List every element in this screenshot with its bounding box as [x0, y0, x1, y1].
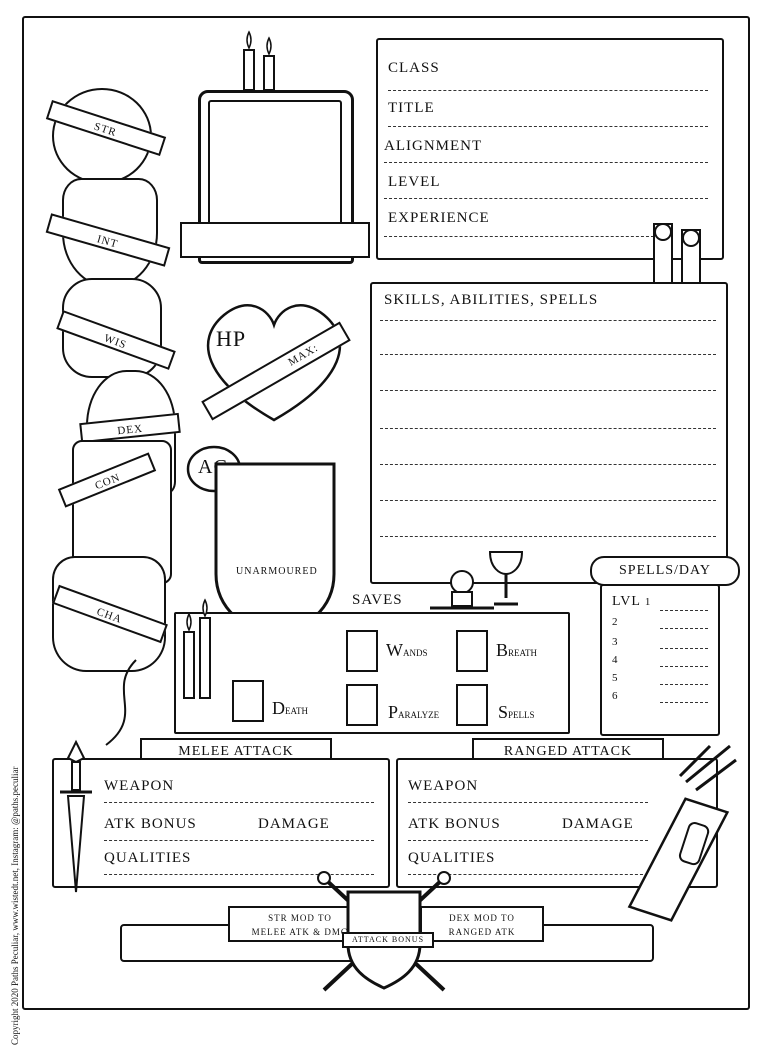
wis-label: WIS	[102, 332, 129, 352]
stat-ribbon-curl-icon	[105, 659, 137, 746]
death-save-box[interactable]	[232, 680, 264, 722]
crossed-swords-shield-icon[interactable]	[314, 868, 454, 1000]
spells-lvl-word: LVL	[612, 594, 641, 609]
ranged-atk-bonus-label: ATK BONUS	[408, 816, 501, 832]
melee-attack-panel	[52, 758, 390, 888]
spells-lvl-5: 5	[612, 672, 618, 684]
dex-mod-line1: DEX MOD TO	[449, 913, 515, 923]
str-mod-line1: STR MOD TO	[268, 913, 332, 923]
level-line[interactable]	[384, 198, 708, 199]
skills-line[interactable]	[380, 390, 716, 391]
spells-lvl-6: 6	[612, 690, 618, 702]
paralyze-save-box[interactable]	[346, 684, 378, 726]
dagger-icon	[60, 739, 92, 893]
ranged-qualities-label: QUALITIES	[408, 850, 496, 866]
ranged-weapon-line[interactable]	[408, 802, 648, 803]
spells-per-day-panel	[600, 584, 720, 736]
skull-candle-icon	[430, 570, 494, 610]
spells-lvl-2: 2	[612, 616, 618, 628]
alignment-line[interactable]	[384, 162, 708, 163]
dex-mod-line2: RANGED ATK	[448, 927, 516, 937]
melee-attack-title: MELEE ATTACK	[178, 744, 294, 759]
int-label: INT	[95, 233, 120, 251]
ranged-atk-line[interactable]	[408, 840, 648, 841]
skills-line[interactable]	[380, 354, 716, 355]
skills-line[interactable]	[380, 428, 716, 429]
skills-line[interactable]	[380, 500, 716, 501]
melee-qualities-line[interactable]	[104, 874, 374, 875]
spells-per-day-banner: SPELLS/DAY	[590, 556, 740, 586]
spells-save-box[interactable]	[456, 684, 488, 726]
melee-atk-line[interactable]	[104, 840, 374, 841]
spells-slot-4[interactable]	[660, 666, 708, 667]
wands-save-label: WANDS	[386, 640, 428, 660]
title-label: TITLE	[388, 100, 435, 116]
spells-lvl-1: 1	[644, 596, 652, 608]
wands-save-box[interactable]	[346, 630, 378, 672]
ranged-weapon-label: WEAPON	[408, 778, 479, 794]
ranged-qualities-line[interactable]	[408, 874, 648, 875]
melee-weapon-line[interactable]	[104, 802, 374, 803]
title-line[interactable]	[388, 126, 708, 127]
portrait-name-ribbon[interactable]	[180, 222, 370, 258]
str-mod-line2: MELEE ATK & DMG	[251, 927, 349, 937]
spells-lvl-4: 4	[612, 654, 618, 666]
spells-slot-6[interactable]	[660, 702, 708, 703]
dex-label: DEX	[116, 422, 144, 438]
skills-line[interactable]	[380, 320, 716, 321]
spells-save-label: SPELLS	[498, 702, 535, 722]
ranged-attack-title: RANGED ATTACK	[503, 744, 633, 759]
ranged-damage-label: DAMAGE	[562, 816, 634, 832]
hp-label: HP	[216, 326, 247, 351]
skills-panel	[370, 282, 728, 584]
class-label: CLASS	[388, 60, 440, 76]
spells-slot-2[interactable]	[660, 628, 708, 629]
saves-title: SAVES	[352, 592, 403, 608]
experience-label: EXPERIENCE	[388, 210, 490, 226]
melee-atk-bonus-label: ATK BONUS	[104, 816, 197, 832]
unarmoured-label: UNARMOURED	[236, 566, 318, 577]
level-label: LEVEL	[388, 174, 441, 190]
skills-line[interactable]	[380, 536, 716, 537]
spells-lvl-label: LVL 1	[612, 594, 651, 610]
spells-slot-1[interactable]	[660, 610, 708, 611]
spells-lvl-3: 3	[612, 636, 618, 648]
spells-slot-5[interactable]	[660, 684, 708, 685]
death-save-label: DEATH	[272, 698, 308, 718]
saves-candles-icon	[183, 598, 211, 699]
breath-save-box[interactable]	[456, 630, 488, 672]
spells-per-day-title: SPELLS/DAY	[619, 563, 711, 578]
str-label: STR	[92, 120, 119, 140]
quiver-arrows-icon	[627, 744, 737, 922]
cha-label: CHA	[94, 605, 124, 627]
attack-bonus-ribbon: ATTACK BONUS	[342, 932, 434, 948]
breath-save-label: BREATH	[496, 640, 538, 660]
melee-damage-label: DAMAGE	[258, 816, 330, 832]
skills-line[interactable]	[380, 464, 716, 465]
skills-title: SKILLS, ABILITIES, SPELLS	[384, 292, 599, 308]
attack-bonus-label: ATTACK BONUS	[351, 935, 425, 944]
copyright-text: Copyright 2020 Paths Peculiar, www.wiste…	[10, 766, 20, 1045]
melee-weapon-label: WEAPON	[104, 778, 175, 794]
melee-qualities-label: QUALITIES	[104, 850, 192, 866]
class-line[interactable]	[388, 90, 708, 91]
experience-line[interactable]	[384, 236, 654, 237]
goblet-icon	[488, 551, 524, 606]
alignment-label: ALIGNMENT	[384, 138, 483, 154]
spells-slot-3[interactable]	[660, 648, 708, 649]
paralyze-save-label: PARALYZE	[388, 702, 440, 722]
